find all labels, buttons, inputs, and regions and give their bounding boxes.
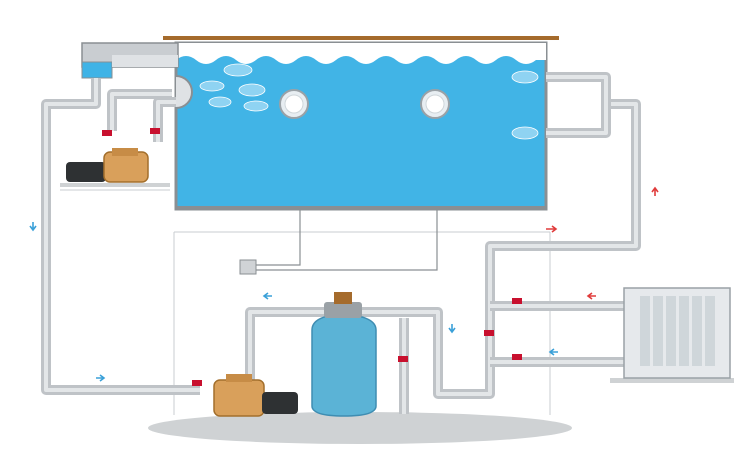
guide-lines [60,189,551,415]
pool-light-right [420,89,450,119]
arrow-bottom-to-pump [96,374,106,382]
arrow-filter-top [262,292,272,300]
pool-basin [163,36,559,211]
valve-hp-top [512,298,522,304]
valve-riser [484,330,494,336]
sand-filter-tank [311,292,377,417]
heat-pump-unit [623,287,731,379]
skimmer-box [81,42,179,79]
ground-shadow [148,412,572,444]
arrow-riser-right [651,186,659,196]
heat-pump-shelf [610,378,734,383]
arrow-heatpump-bottom [548,348,558,356]
pool-light-left [279,89,309,119]
arrow-left-return [29,222,37,232]
control-box [239,259,257,275]
valve-aux-right [150,128,160,134]
valve-main [192,380,202,386]
arrow-heatpump-top [586,292,596,300]
aux-pump-shelf [60,183,170,187]
control-wire-2 [256,210,438,271]
valve-hp-bottom [512,354,522,360]
arrow-filter-right-down [448,324,456,334]
pool-coping [163,36,559,40]
control-wire [256,210,301,266]
valves [102,128,522,386]
flow-arrows [29,186,659,382]
valve-aux-left [102,130,112,136]
aux-pump [66,148,149,183]
water-bubbles [199,63,539,140]
valve-filter-bypass [398,356,408,362]
inlet-nozzle [175,75,193,109]
circulation-pump [213,374,298,417]
arrow-guide-red [546,225,558,233]
